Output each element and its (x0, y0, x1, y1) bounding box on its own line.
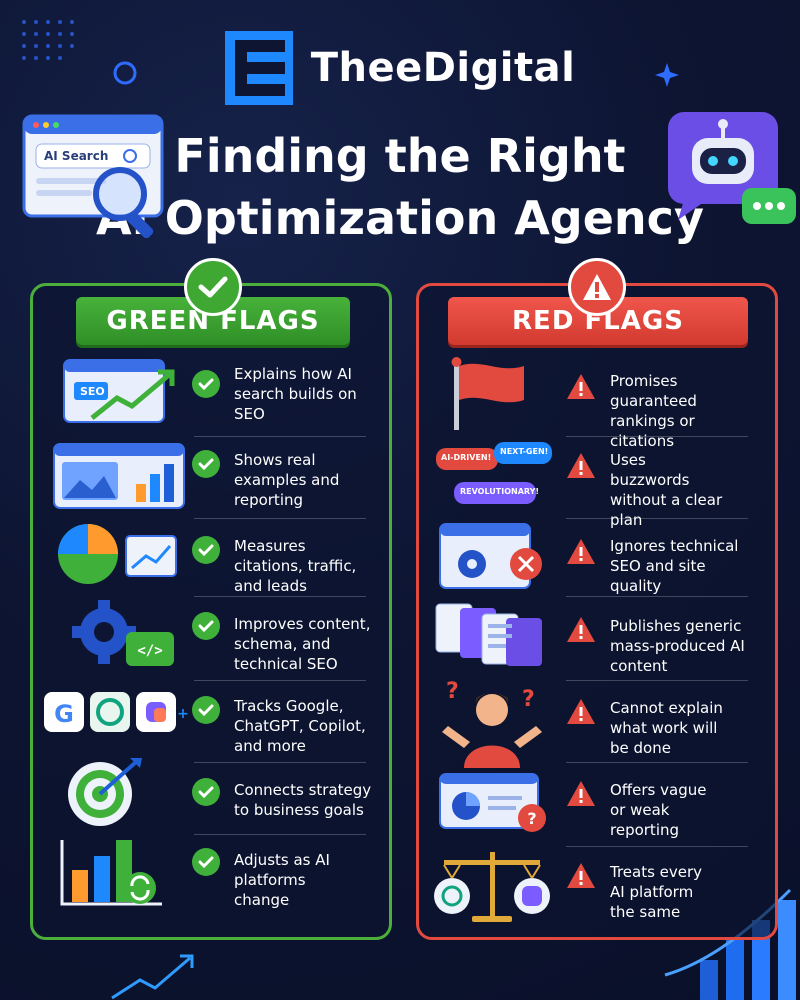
check-icon (192, 612, 220, 640)
page-title-line-2: AI Optimization Agency (96, 191, 704, 245)
buzzword-revolutionary: REVOLUTIONARY! (460, 487, 540, 496)
report-question-icon: ? (436, 770, 552, 834)
sparkle-decoration (655, 63, 679, 87)
check-icon (192, 370, 220, 398)
svg-text:?: ? (522, 687, 535, 712)
red-flag-text: Treats every AI platform the same (610, 863, 703, 921)
red-flag-text: Uses buzzwords without a clear plan (610, 451, 723, 529)
check-icon (192, 778, 220, 806)
green-flag-text: Connects strategy to business goals (234, 781, 372, 819)
balance-scale-icon (424, 846, 560, 926)
warning-icon (567, 453, 595, 478)
row-divider (194, 596, 366, 597)
confused-person-icon: ? ? (430, 676, 554, 768)
row-divider (566, 762, 748, 763)
buzzword-bubbles-icon: AI-DRIVEN! NEXT-GEN! REVOLUTIONARY! (432, 440, 556, 512)
row-divider (194, 436, 366, 437)
ai-search-window-icon: AI Search (22, 108, 172, 239)
red-flag-text: Ignores technical SEO and site quality (610, 537, 739, 595)
warning-icon (567, 863, 595, 888)
bar-chart-refresh-icon (58, 836, 168, 908)
svg-text:?: ? (446, 679, 459, 704)
target-icon (64, 756, 144, 828)
report-window-icon (50, 440, 186, 512)
row-divider (194, 762, 366, 763)
row-divider (566, 680, 748, 681)
row-divider (194, 834, 366, 835)
platform-logos-icon: G + (42, 688, 190, 738)
warning-badge-icon (568, 258, 626, 316)
pie-chart-icon (56, 522, 180, 588)
row-divider (194, 680, 366, 681)
green-flag-text: Shows real examples and reporting (234, 451, 340, 509)
row-divider (566, 596, 748, 597)
svg-text:?: ? (527, 809, 536, 828)
ring-decoration (113, 61, 137, 85)
green-flag-text: Improves content, schema, and technical … (234, 615, 371, 673)
checkmark-badge-icon (184, 258, 242, 316)
red-flags-heading: RED FLAGS (448, 297, 748, 345)
row-divider (566, 518, 748, 519)
red-flag-text: Publishes generic mass-produced AI conte… (610, 617, 745, 675)
green-flag-text: Measures citations, traffic, and leads (234, 537, 357, 595)
seo-growth-icon: SEO (62, 358, 182, 428)
buzzword-ai-driven: AI-DRIVEN! (441, 453, 492, 462)
buzzword-next-gen: NEXT-GEN! (500, 447, 549, 456)
brand-logo-icon (224, 31, 293, 105)
check-icon (192, 450, 220, 478)
red-flag-text: Promises guaranteed rankings or citation… (610, 372, 697, 450)
svg-text:</>: </> (137, 643, 162, 659)
check-icon (192, 696, 220, 724)
page-title-line-1: Finding the Right (174, 129, 626, 183)
row-divider (194, 518, 366, 519)
svg-text:G: G (54, 700, 74, 728)
red-flag-icon (442, 356, 552, 432)
check-icon (192, 848, 220, 876)
svg-text:+: + (177, 706, 189, 722)
ai-search-label: AI Search (44, 149, 109, 163)
warning-icon (567, 617, 595, 642)
row-divider (566, 846, 748, 847)
red-flag-text: Offers vague or weak reporting (610, 781, 707, 839)
warning-icon (567, 539, 595, 564)
document-stack-icon (430, 598, 550, 670)
red-flag-text: Cannot explain what work will be done (610, 699, 723, 757)
row-divider (566, 436, 748, 437)
check-icon (192, 536, 220, 564)
chatbot-icon (664, 108, 800, 228)
gear-error-icon (436, 522, 554, 592)
dot-grid-decoration (22, 20, 74, 60)
gear-code-icon: </> (70, 598, 180, 670)
warning-icon (567, 699, 595, 724)
warning-icon (567, 781, 595, 806)
warning-icon (567, 374, 595, 399)
seo-label: SEO (80, 385, 105, 398)
green-flag-text: Adjusts as AI platforms change (234, 851, 330, 909)
trend-line-decoration (111, 954, 194, 1000)
green-flag-text: Tracks Google, ChatGPT, Copilot, and mor… (234, 697, 366, 755)
brand-name: TheeDigital (310, 45, 576, 91)
green-flag-text: Explains how AI search builds on SEO (234, 365, 357, 423)
brand-header: TheeDigital (0, 28, 800, 108)
